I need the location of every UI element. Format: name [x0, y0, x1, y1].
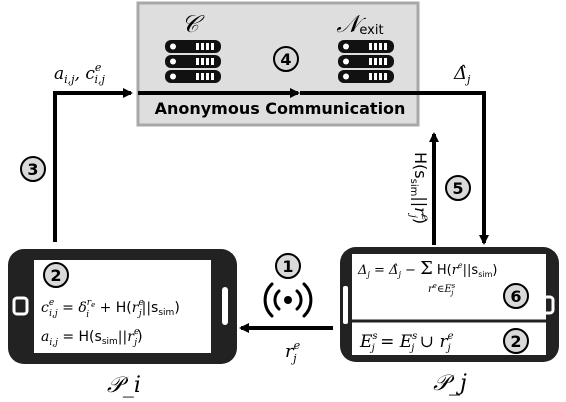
phone-p-j [340, 247, 559, 362]
broadcast-icon [263, 282, 313, 318]
label-hash: H(ssim||rej) [407, 152, 430, 224]
step-3-badge [20, 156, 46, 182]
pj-label: 𝒫_j [433, 371, 467, 396]
pj-step-6-number: 6 [510, 287, 521, 306]
label-delta-hat: Δ̂j [453, 63, 471, 86]
server-exit-icon [338, 40, 394, 83]
pj-step-6-badge [503, 283, 529, 309]
anonymous-communication-label: Anonymous Communication [155, 99, 406, 118]
pi-label: 𝒫_i [107, 373, 141, 398]
pj-step-2-number: 2 [510, 332, 521, 351]
step-3-number: 3 [27, 160, 38, 179]
step-5-number: 5 [452, 179, 463, 198]
step-1-number: 1 [282, 257, 293, 276]
server-exit-label: 𝒩exit [336, 10, 383, 38]
step-4-number: 4 [280, 50, 291, 69]
step-5-badge [445, 175, 471, 201]
server-c-icon [165, 40, 221, 83]
step-1-badge [275, 253, 301, 279]
pi-step-2-number: 2 [50, 266, 61, 285]
step-4-badge [273, 46, 299, 72]
pi-step-2-badge [43, 262, 69, 288]
arrow-exit-to-pj [300, 91, 489, 245]
arrow-into-box [53, 88, 133, 242]
pj-step-2-badge [503, 328, 529, 354]
